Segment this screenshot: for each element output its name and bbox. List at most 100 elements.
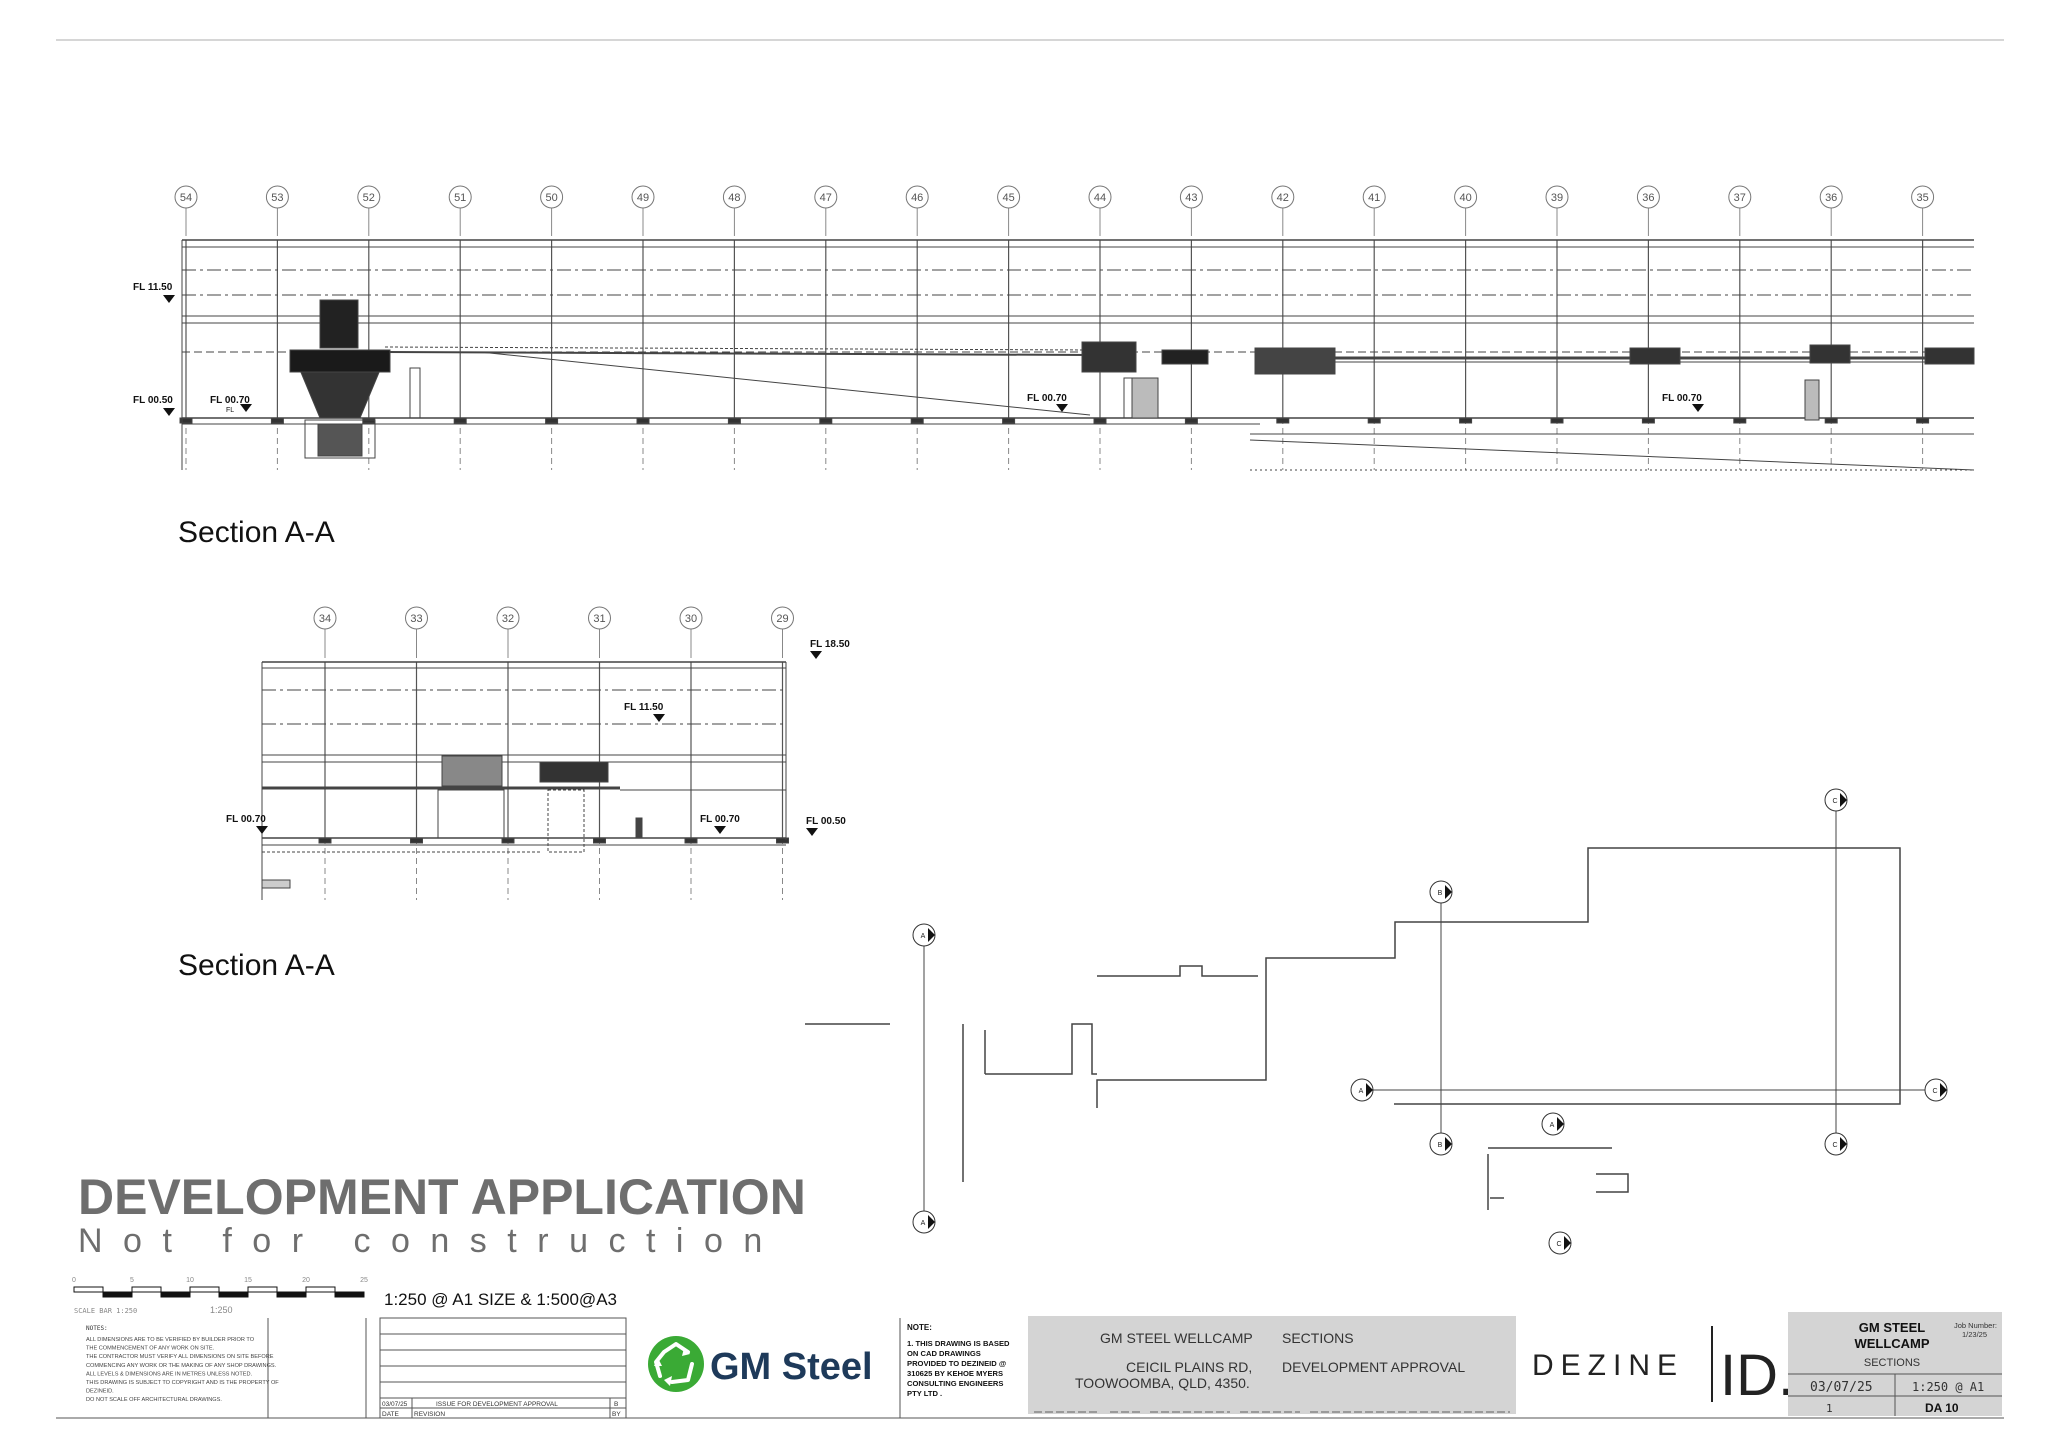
revision-description: ISSUE FOR DEVELOPMENT APPROVAL <box>436 1401 558 1408</box>
section-a-grid-bubble <box>997 185 1021 209</box>
section-a-grid-bubble <box>1728 185 1752 209</box>
section-a-drawing <box>179 208 1975 471</box>
section-marker-arrow <box>1445 1137 1452 1151</box>
title-job-number: 1/23/25 <box>1962 1330 1987 1339</box>
scale-segment <box>218 1291 249 1298</box>
level-fl-left: FL 00.50 <box>133 395 173 406</box>
section-a-grid-label: 36 <box>1825 192 1837 204</box>
stamp-heading: DEVELOPMENT APPLICATION <box>78 1169 806 1225</box>
section-a-grid-bubble <box>540 185 564 209</box>
notes-line: THIS DRAWING IS SUBJECT TO COPYRIGHT AND… <box>86 1380 279 1386</box>
drawing-note-line: PROVIDED TO DEZINEID @ <box>907 1359 1006 1368</box>
section-a-grid-bubble <box>448 185 472 209</box>
section-a-grid-label: 48 <box>728 192 740 204</box>
section-a-grid-bubble <box>1636 185 1660 209</box>
level-fl-small: FL <box>226 407 234 414</box>
section-marker-arrow <box>928 928 935 942</box>
section-a-grid-bubble <box>1362 185 1386 209</box>
scale-segment <box>102 1291 133 1298</box>
drawing-note-line: ON CAD DRAWINGS <box>907 1349 981 1358</box>
section-b-grid-label: 34 <box>319 613 331 625</box>
section-a-grid-bubble <box>631 185 655 209</box>
project-sheet-title: SECTIONS <box>1282 1330 1354 1346</box>
section-b-grid-bubble <box>313 606 337 630</box>
project-purpose: DEVELOPMENT APPROVAL <box>1282 1359 1465 1375</box>
revision-date: 03/07/25 <box>382 1401 408 1408</box>
scale-segment <box>131 1286 162 1293</box>
section-a-grid-label: 52 <box>363 192 375 204</box>
section-a-grid-label: 47 <box>820 192 832 204</box>
scale-unit: 1:250 <box>210 1305 233 1315</box>
section-a-grid-label: 45 <box>1002 192 1014 204</box>
section-marker-arrow <box>1840 793 1847 807</box>
section-a-grid-label: 54 <box>180 192 192 204</box>
section-a-grid-label: 50 <box>545 192 557 204</box>
scale-tick: 20 <box>302 1277 310 1284</box>
section-a-grid-bubble <box>357 185 381 209</box>
scale-segment <box>334 1291 365 1298</box>
section-a-grid-label: 44 <box>1094 192 1106 204</box>
section-a-grid-label: 42 <box>1277 192 1289 204</box>
revision-head-desc: REVISION <box>414 1411 445 1418</box>
section-b-grid-lines <box>318 629 789 900</box>
project-address-2: TOOWOOMBA, QLD, 4350. <box>1075 1375 1250 1391</box>
drawing-note-heading: NOTE: <box>907 1323 932 1332</box>
section-b-grid-label: 31 <box>593 613 605 625</box>
section-marker-label: C <box>1556 1241 1561 1248</box>
section-a-grid-label: 41 <box>1368 192 1380 204</box>
section-marker-arrow <box>1557 1117 1564 1131</box>
section-marker-label: C <box>1832 798 1837 805</box>
notes-line: ALL DIMENSIONS ARE TO BE VERIFIED BY BUI… <box>86 1337 255 1343</box>
level-fl-center: FL 00.70 <box>1027 393 1067 404</box>
section-b-grid-bubble <box>405 606 428 630</box>
section-a-grid-label: 49 <box>637 192 649 204</box>
notes-line: DEZINEID. <box>86 1389 114 1395</box>
section-a-grid-bubble <box>1271 185 1295 209</box>
section-a-grid-bubble <box>1819 185 1843 209</box>
section-marker-label: A <box>1550 1122 1555 1129</box>
scale-tick: 5 <box>130 1277 134 1284</box>
scale-tick: 0 <box>72 1277 76 1284</box>
section-b-drawing <box>261 629 789 900</box>
section-a-grid-bubble <box>1545 185 1569 209</box>
architect-wordmark: DEZINE <box>1532 1349 1684 1382</box>
section-b-grid-label: 30 <box>685 613 697 625</box>
section-a-title: Section A-A <box>178 516 335 549</box>
section-a-grid-bubble <box>1179 185 1203 209</box>
notes-line: COMMENCING ANY WORK OR THE MAKING OF ANY… <box>86 1363 277 1369</box>
section-marker-label: C <box>1932 1088 1937 1095</box>
client-logo: GM Steel <box>648 1336 873 1392</box>
revision-letter: B <box>614 1401 618 1408</box>
scale-caption: SCALE BAR 1:250 <box>74 1307 137 1315</box>
section-b-grid-label: 32 <box>502 613 514 625</box>
section-b-title: Section A-A <box>178 949 335 982</box>
section-b-grid-label: 33 <box>410 613 422 625</box>
section-a-grid-bubble <box>1088 185 1112 209</box>
level-fl-center: FL 00.70 <box>700 814 740 825</box>
section-a-grid-bubble <box>722 185 746 209</box>
section-a-grid-label: 37 <box>1734 192 1746 204</box>
section-a-grid-bubble <box>174 185 198 209</box>
drawing-note-line: PTY LTD . <box>907 1389 942 1398</box>
scale-segment <box>73 1286 104 1293</box>
title-revision: 1 <box>1826 1402 1833 1415</box>
title-block: GM STEEL WELLCAMP Job Number: 1/23/25 SE… <box>1788 1312 2002 1416</box>
section-a-grid-label: 46 <box>911 192 923 204</box>
section-a-grid-label: 51 <box>454 192 466 204</box>
drawing-note-line: CONSULTING ENGINEERS <box>907 1379 1003 1388</box>
client-name: GM Steel <box>710 1346 873 1388</box>
notes-line: ALL LEVELS & DIMENSIONS ARE IN METRES UN… <box>86 1371 253 1377</box>
scale-tick: 10 <box>186 1277 194 1284</box>
section-marker-label: B <box>1438 1142 1443 1149</box>
section-b-grid-bubble <box>679 606 703 630</box>
section-a-grid-bubble <box>814 185 838 209</box>
title-drawing-number: DA 10 <box>1925 1401 1959 1415</box>
level-fl-right: FL 00.70 <box>1662 393 1702 404</box>
section-marker-arrow <box>1940 1083 1947 1097</box>
section-b-grid-bubble <box>771 606 794 630</box>
section-a-grid-bubble <box>265 185 289 209</box>
section-marker-label: A <box>921 933 926 940</box>
